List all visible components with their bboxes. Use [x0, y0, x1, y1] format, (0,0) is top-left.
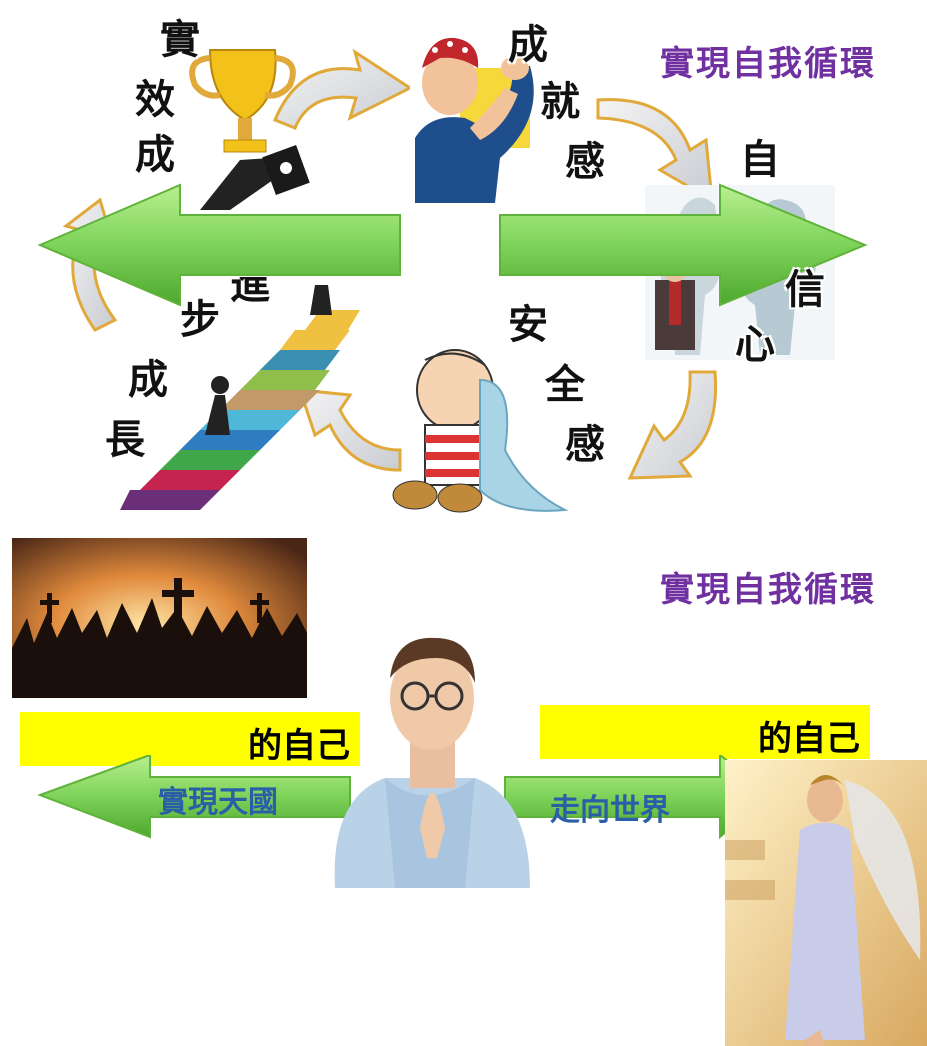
growth-char-3: 長 [105, 417, 145, 463]
worship-crowd-image [12, 538, 307, 698]
left-arrow-label: 實現天國 [158, 785, 278, 820]
achievement-char-3: 感 [565, 139, 605, 185]
growth-char-2: 成 [128, 357, 168, 403]
security-char-3: 感 [565, 422, 605, 468]
achievement-char-2: 就 [540, 79, 580, 125]
top-cycle-title: 實現自我循環 [660, 44, 876, 84]
confidence-char-2: 信 [785, 267, 825, 313]
effectiveness-char-3: 成 [135, 132, 175, 178]
linus-blanket-image [392, 349, 569, 513]
rosie-riveter-image [410, 28, 545, 203]
bottom-green-arrows [37, 755, 772, 840]
right-yellow-bar: 的自己 [540, 705, 870, 759]
bottom-cycle-title: 實現自我循環 [660, 570, 876, 610]
right-bar-label: 的自己 [758, 719, 860, 759]
left-bar-label: 的自己 [248, 726, 350, 766]
growth-char-partial: 進 [230, 262, 270, 308]
confidence-char-1: 自 [740, 137, 780, 183]
achievement-char-1: 成 [508, 22, 548, 68]
effectiveness-char-2: 效 [135, 77, 175, 123]
right-arrow-label: 走向世界 [550, 793, 670, 828]
effectiveness-char-1: 實 [160, 17, 200, 63]
trophy-icon [189, 49, 310, 210]
security-char-1: 安 [508, 302, 548, 348]
angel-stairs-image [725, 760, 927, 1046]
staircase-growth-image [120, 285, 360, 510]
praying-man-image [334, 637, 530, 888]
confidence-char-3: 心 [735, 322, 775, 368]
growth-char-1: 步 [180, 297, 220, 343]
big-green-arrows [37, 183, 868, 307]
security-char-2: 全 [545, 362, 585, 408]
cycle-curved-arrows [62, 48, 718, 480]
left-yellow-bar: 的自己 [20, 712, 360, 766]
